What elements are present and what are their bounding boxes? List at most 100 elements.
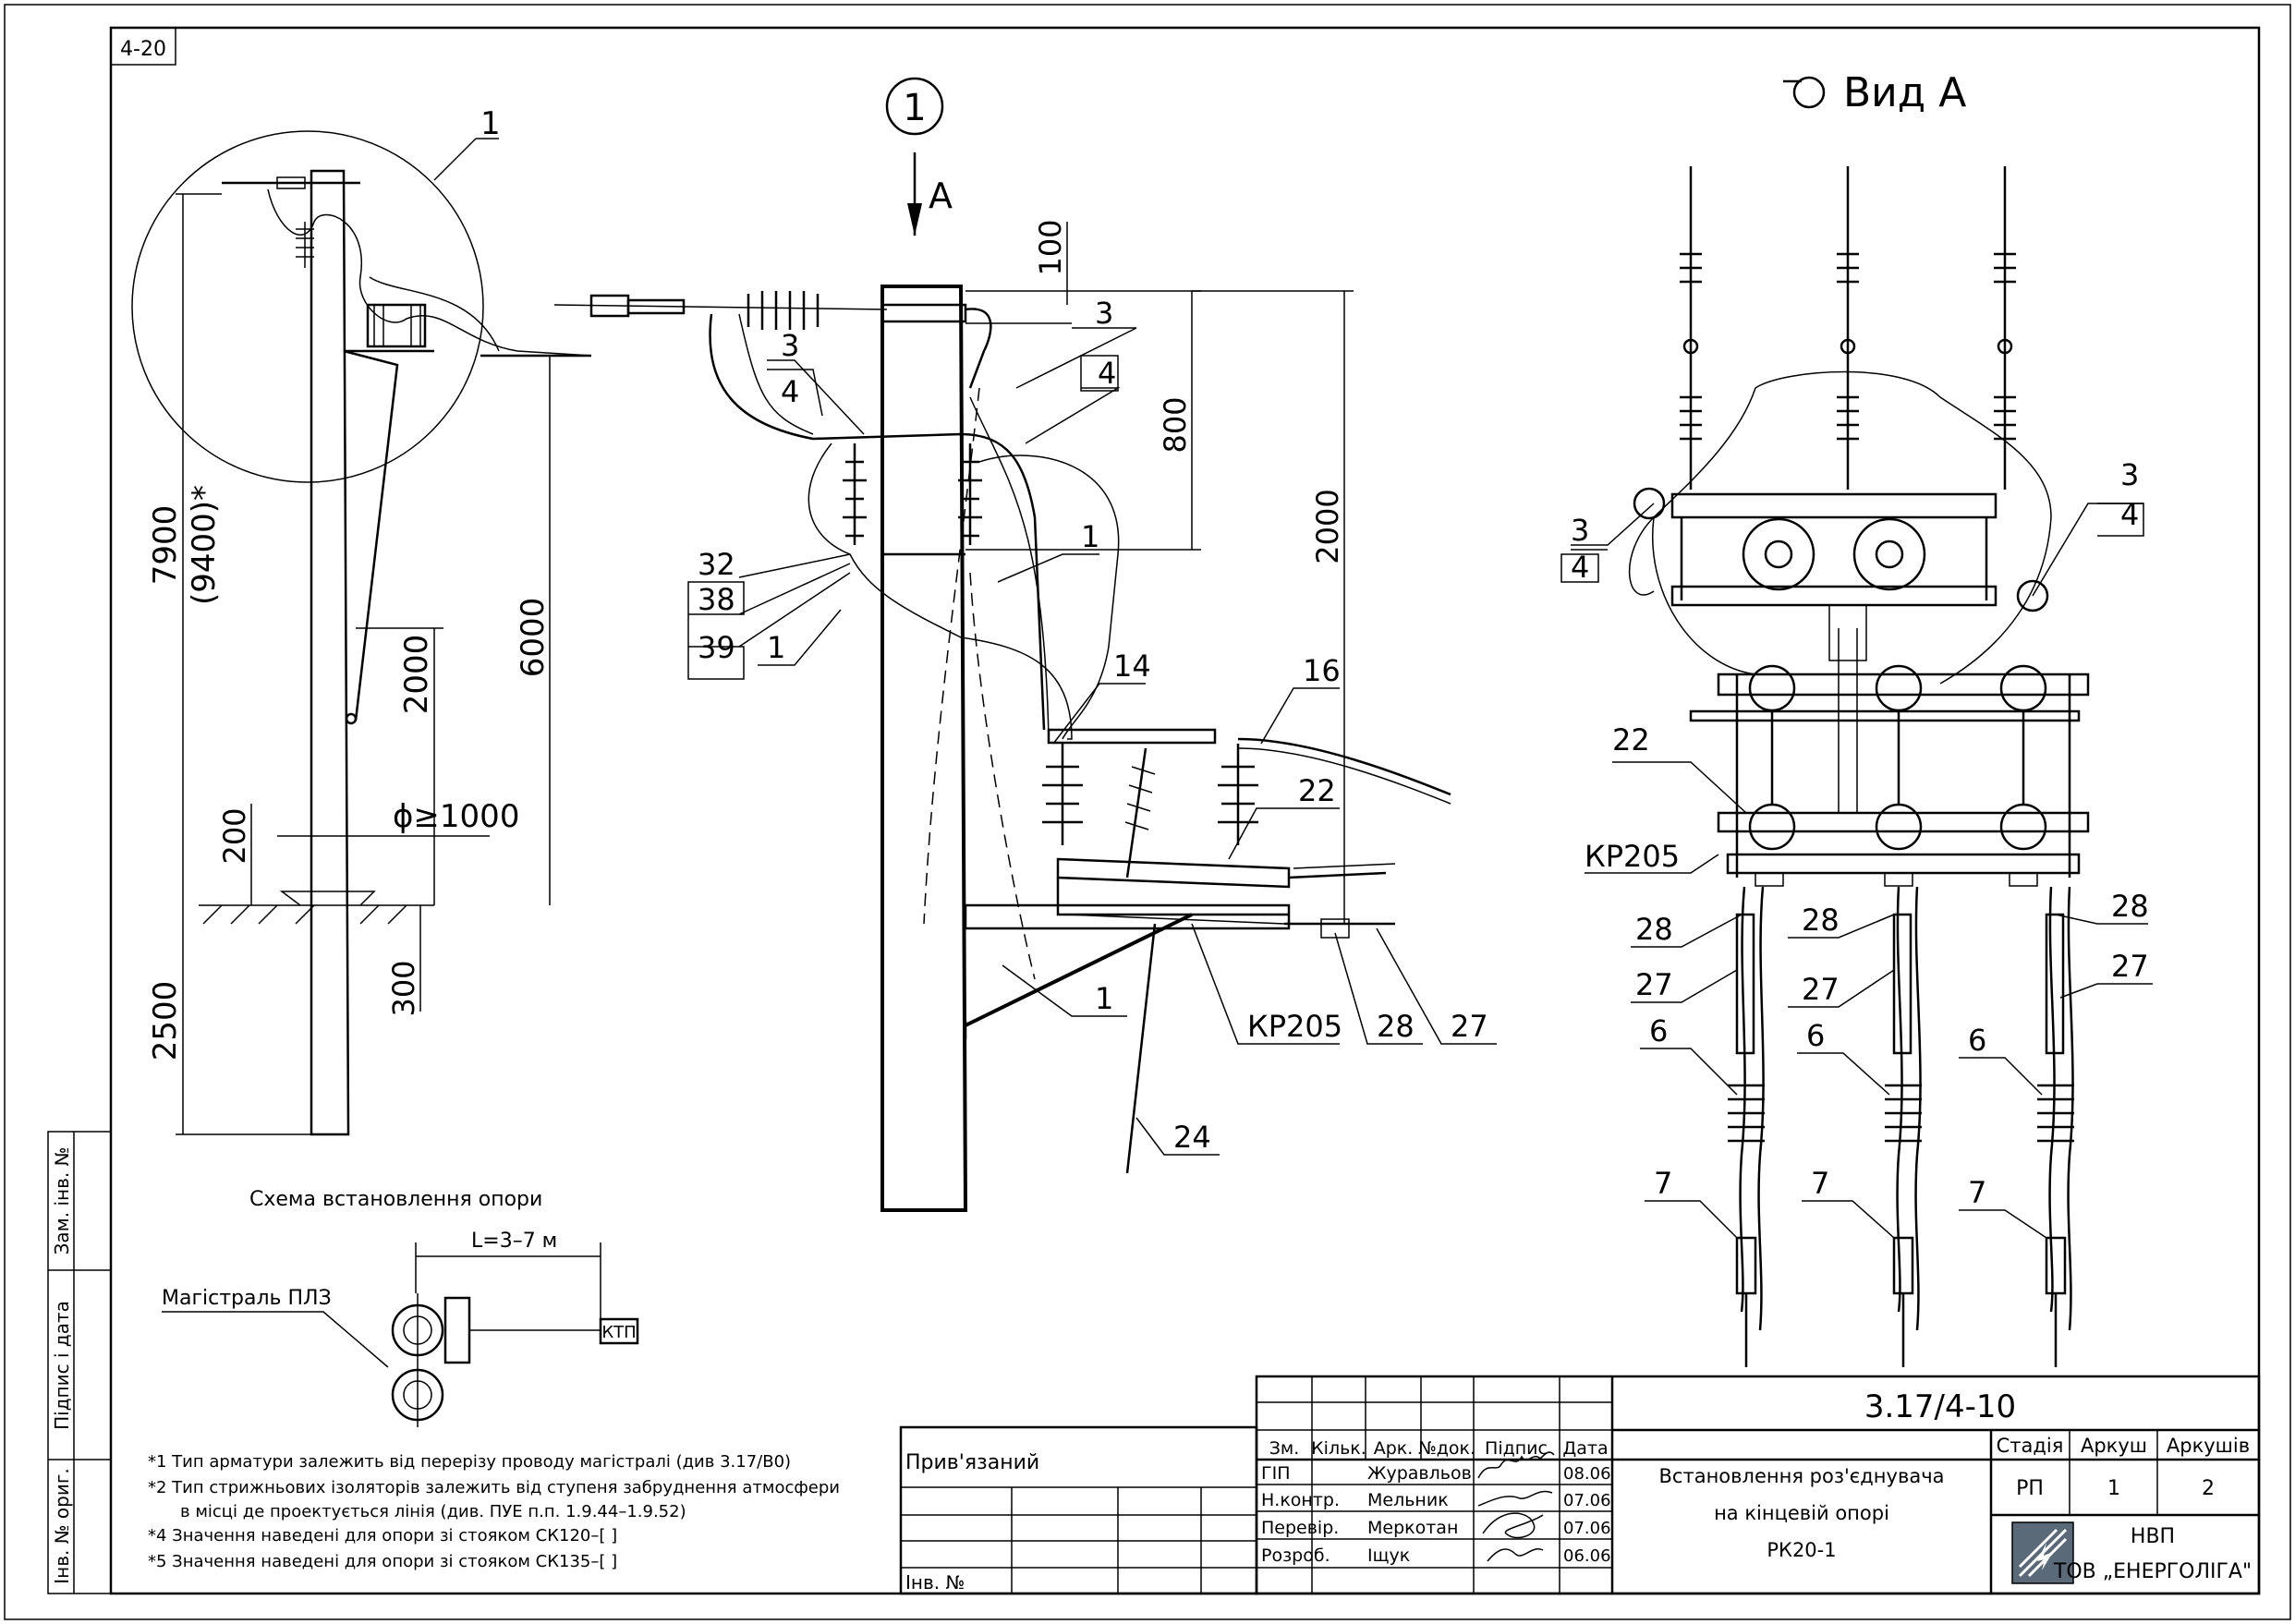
left-pole-view: 1 7900 (9400)* 6000 2000 200 ϕ≥1000 2500…: [131, 105, 592, 1136]
view-a-callout-27a: 27: [1635, 967, 1673, 1002]
name-dev: Іщук: [1367, 1545, 1410, 1566]
attached-block: Прив'язаний Інв. №: [899, 1425, 1258, 1595]
center-callout-4: 4: [781, 374, 799, 409]
view-a-callout-7c: 7: [1968, 1175, 1986, 1210]
center-callout-39: 39: [698, 630, 735, 665]
view-number: 1: [903, 87, 926, 129]
attached-label: Прив'язаний: [905, 1451, 1039, 1474]
view-a-callout-6a: 6: [1649, 1013, 1668, 1048]
date-dev: 06.06: [1563, 1546, 1611, 1566]
note-1: *1 Тип арматури залежить від перерізу пр…: [148, 1452, 791, 1472]
role-check: Перевір.: [1261, 1518, 1339, 1538]
dim-below-ground: 2500: [147, 981, 184, 1061]
note-5: *5 Значення наведені для опори зі стояко…: [148, 1552, 617, 1571]
stage-head: Стадія: [1997, 1435, 2064, 1457]
center-callout-3: 3: [781, 328, 799, 363]
title-block: 3.17/4-10 Зм. Кільк. Арк. №док. Підпис Д…: [1255, 1375, 2261, 1595]
company-logo: [2011, 1521, 2074, 1584]
sheets-head: Аркушів: [2167, 1435, 2250, 1457]
side-stamp-orig-inv: Інв. № ориг.: [51, 1468, 73, 1583]
center-callout-1c: 1: [1095, 981, 1113, 1016]
signature-dev: [1487, 1548, 1544, 1562]
main-line-label: Магістраль ПЛЗ: [162, 1287, 332, 1310]
center-callout-1a: 1: [1081, 519, 1099, 554]
center-callout-22: 22: [1298, 773, 1336, 808]
dim-depth: 300: [386, 960, 421, 1016]
view-a-kp205: КР205: [1585, 839, 1680, 874]
center-callout-28: 28: [1377, 1009, 1415, 1044]
hdr-qty: Кільк.: [1311, 1438, 1366, 1459]
date-gip: 08.06: [1563, 1464, 1611, 1484]
center-callout-24: 24: [1173, 1120, 1211, 1155]
doc-code: 3.17/4-10: [1864, 1388, 2016, 1425]
view-a-callout-r3: 3: [2120, 457, 2139, 492]
side-stamp: Зам. інв. № Підпис і дата Інв. № ориг.: [47, 1131, 112, 1594]
inventory-label: Інв. №: [905, 1571, 965, 1594]
hdr-docno: №док.: [1418, 1438, 1475, 1459]
signature-gip: [1477, 1451, 1555, 1479]
ktp-label: КТП: [601, 1323, 636, 1342]
dim-footing: 200: [217, 807, 252, 864]
installation-scheme: Схема встановлення опори L=3–7 м КТП Маг…: [162, 1188, 639, 1427]
view-a-callout-27c: 27: [2111, 949, 2149, 984]
sheet-head: Аркуш: [2081, 1435, 2147, 1457]
dim-100: 100: [1033, 219, 1068, 275]
name-check: Меркотан: [1367, 1518, 1458, 1538]
dim-800: 800: [1158, 396, 1193, 453]
date-nkontr: 07.06: [1563, 1491, 1611, 1510]
view-a-callout-28c: 28: [2111, 889, 2149, 924]
signature-check: [1482, 1512, 1544, 1539]
corner-code: 4-20: [120, 38, 166, 61]
stage-value: РП: [2016, 1477, 2044, 1500]
view-a-callout-22: 22: [1612, 722, 1650, 757]
note-4: *4 Значення наведені для опори зі стояко…: [148, 1526, 617, 1545]
view-a-callout-6c: 6: [1968, 1023, 1986, 1058]
dim-upper: 2000: [398, 635, 435, 715]
signature-nkontr: [1477, 1490, 1553, 1507]
center-kp205: КР205: [1247, 1009, 1342, 1044]
center-callout-3b: 3: [1095, 296, 1113, 331]
center-view: 1 A: [553, 77, 1497, 1212]
sheet-value: 1: [2107, 1477, 2120, 1500]
center-callout-32: 32: [698, 547, 735, 582]
note-2-cont: в місці де проектується лінія (див. ПУЕ …: [180, 1502, 686, 1521]
view-a-callout-27b: 27: [1802, 972, 1840, 1007]
dim-total: 7900: [147, 505, 184, 586]
view-a-callout-7a: 7: [1654, 1166, 1672, 1201]
title-line-3: РК20-1: [1767, 1539, 1836, 1561]
title-line-1: Встановлення роз'єднувача: [1659, 1465, 1945, 1487]
view-a-title: Вид А: [1843, 69, 1966, 116]
hdr-change: Зм.: [1269, 1438, 1300, 1459]
company-line-1: НВП: [2131, 1525, 2175, 1548]
role-nkontr: Н.контр.: [1261, 1490, 1340, 1510]
role-gip: ГІП: [1261, 1463, 1290, 1484]
center-callout-16: 16: [1303, 653, 1341, 688]
side-stamp-replace-inv: Зам. інв. №: [51, 1147, 73, 1255]
view-a-callout-r4: 4: [2120, 497, 2139, 532]
company-line-2: ТОВ „ЕНЕРГОЛІГА": [2053, 1560, 2252, 1583]
view-a-callout-l3: 3: [1571, 513, 1589, 548]
view-a-callout-7b: 7: [1811, 1166, 1829, 1201]
dim-footing-dia: ϕ≥1000: [393, 798, 519, 835]
left-detail-callout: 1: [480, 105, 501, 142]
center-callout-4b: 4: [1098, 356, 1116, 391]
dim-total-alt: (9400)*: [186, 485, 223, 605]
view-a-callout-l4: 4: [1571, 550, 1589, 585]
sheets-value: 2: [2202, 1477, 2215, 1500]
role-dev: Розроб.: [1261, 1545, 1330, 1566]
note-2: *2 Тип стрижньових ізоляторів залежить в…: [148, 1478, 840, 1497]
hdr-sign: Підпис: [1485, 1438, 1548, 1459]
hdr-sheet: Арк.: [1374, 1438, 1414, 1459]
scheme-title: Схема встановлення опори: [249, 1188, 542, 1211]
title-line-2: на кінцевій опорі: [1714, 1502, 1889, 1524]
view-a-callout-28a: 28: [1635, 912, 1673, 947]
hdr-date: Дата: [1562, 1438, 1608, 1459]
side-stamp-sign-date: Підпис і дата: [51, 1301, 73, 1430]
center-callout-27: 27: [1451, 1009, 1488, 1044]
center-callout-14: 14: [1113, 648, 1151, 684]
dim-2000: 2000: [1310, 489, 1345, 564]
dim-height: 6000: [515, 598, 552, 678]
name-gip: Журавльов: [1367, 1463, 1472, 1484]
center-callout-38: 38: [698, 582, 735, 617]
